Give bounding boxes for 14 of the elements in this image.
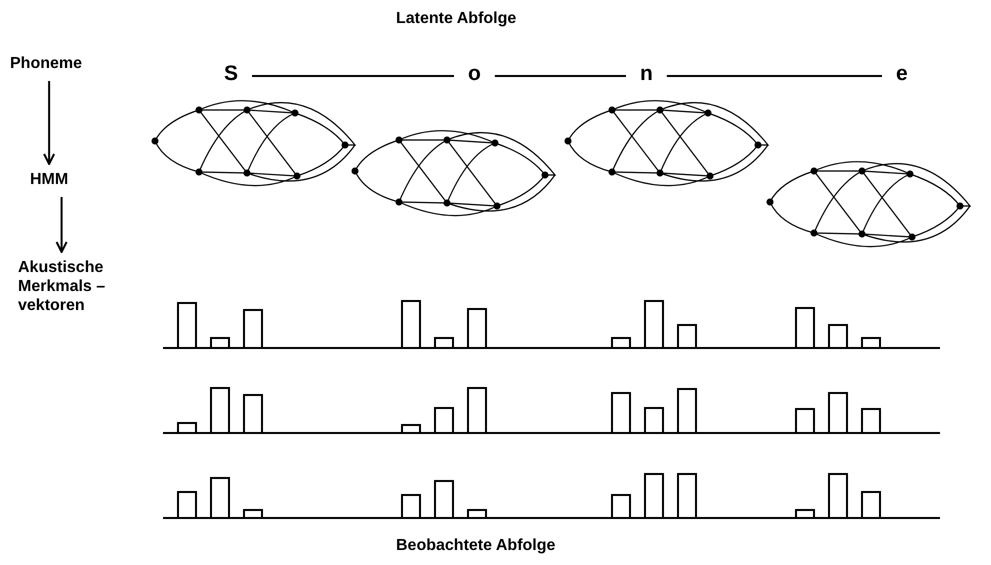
arrow bbox=[43, 81, 56, 165]
connector-line bbox=[252, 75, 454, 77]
connector-line bbox=[666, 75, 882, 77]
phoneme-letter: o bbox=[458, 62, 491, 86]
sequence-caption: Beobachtete Abfolge bbox=[396, 537, 556, 555]
phoneme-letter: e bbox=[886, 62, 918, 86]
row-heading: Phoneme bbox=[10, 54, 100, 73]
phoneme-letter: S bbox=[214, 62, 248, 86]
connector-line bbox=[494, 75, 626, 77]
row-heading: Akustische Merkmals – vektoren bbox=[18, 258, 118, 315]
arrow bbox=[56, 197, 68, 253]
phoneme-letter: n bbox=[630, 62, 663, 86]
sequence-caption: Latente Abfolge bbox=[396, 10, 516, 28]
row-heading: HMM bbox=[30, 170, 80, 189]
